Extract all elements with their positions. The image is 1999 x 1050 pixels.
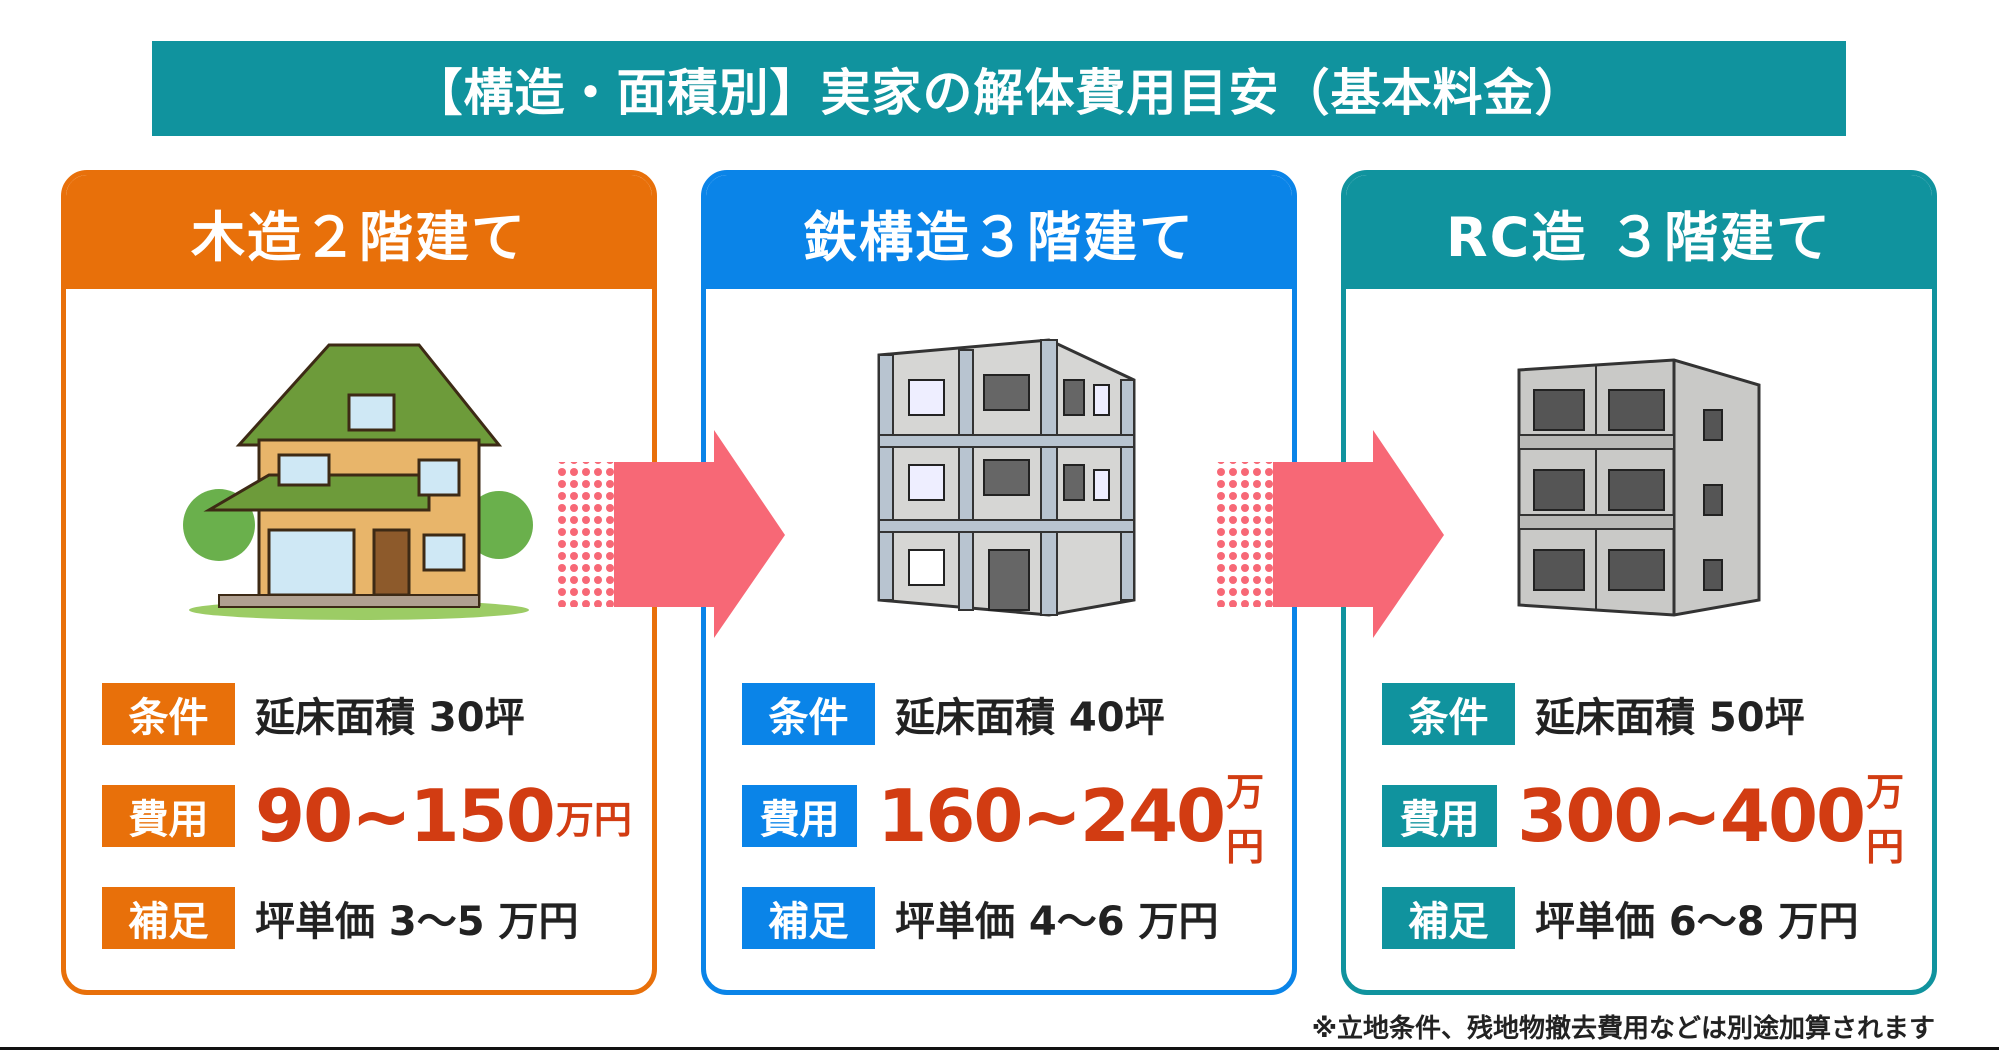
note-row: 補足 坪単価 6〜8 万円 — [1382, 887, 1859, 949]
cost-label: 費用 — [102, 785, 235, 847]
divider — [0, 1047, 1999, 1050]
note-label: 補足 — [102, 887, 235, 949]
condition-value: 延床面積 30坪 — [255, 695, 525, 741]
note-value: 坪単価 6〜8 万円 — [1535, 899, 1859, 945]
cost-unit: 万円 — [1226, 770, 1265, 869]
condition-value: 延床面積 40坪 — [895, 695, 1165, 741]
cost-value: 90~150 — [255, 774, 556, 858]
card-heading: 木造２階建て — [66, 175, 652, 289]
note-row: 補足 坪単価 3〜5 万円 — [102, 887, 579, 949]
cost-value: 300~400 — [1517, 774, 1866, 858]
note-row: 補足 坪単価 4〜6 万円 — [742, 887, 1219, 949]
card-heading: 鉄構造３階建て — [706, 175, 1292, 289]
steel-building-icon — [706, 325, 1292, 645]
card-rc: RC造 ３階建て 条件 延床面積 50坪 費用 300~400 万円 補足 坪単… — [1341, 170, 1937, 995]
cost-row: 費用 300~400 万円 — [1382, 770, 1932, 869]
condition-value: 延床面積 50坪 — [1535, 695, 1805, 741]
cost-unit: 万円 — [555, 797, 632, 842]
condition-row: 条件 延床面積 50坪 — [1382, 683, 1805, 745]
cost-unit: 万円 — [1866, 770, 1905, 869]
arrow-right-icon — [556, 430, 785, 638]
note-label: 補足 — [742, 887, 875, 949]
title-banner: 【構造・面積別】実家の解体費用目安（基本料金） — [152, 41, 1846, 136]
wooden-house-icon — [66, 325, 652, 645]
condition-row: 条件 延床面積 40坪 — [742, 683, 1165, 745]
cost-row: 費用 90~150 万円 — [102, 774, 632, 858]
cost-label: 費用 — [1382, 785, 1498, 847]
note-label: 補足 — [1382, 887, 1515, 949]
note-value: 坪単価 4〜6 万円 — [895, 899, 1219, 945]
rc-building-icon — [1346, 325, 1932, 645]
condition-row: 条件 延床面積 30坪 — [102, 683, 525, 745]
condition-label: 条件 — [102, 683, 235, 745]
cost-value: 160~240 — [877, 774, 1226, 858]
cost-label: 費用 — [742, 785, 858, 847]
card-steel: 鉄構造３階建て 条件 延床面積 40坪 費用 160~240 万円 補足 坪単価… — [701, 170, 1297, 995]
note-value: 坪単価 3〜5 万円 — [255, 899, 579, 945]
condition-label: 条件 — [742, 683, 875, 745]
arrow-right-icon — [1215, 430, 1444, 638]
footnote: ※立地条件、残地物撤去費用などは別途加算されます — [1311, 1014, 1935, 1044]
card-heading: RC造 ３階建て — [1346, 175, 1932, 289]
condition-label: 条件 — [1382, 683, 1515, 745]
cost-row: 費用 160~240 万円 — [742, 770, 1292, 869]
